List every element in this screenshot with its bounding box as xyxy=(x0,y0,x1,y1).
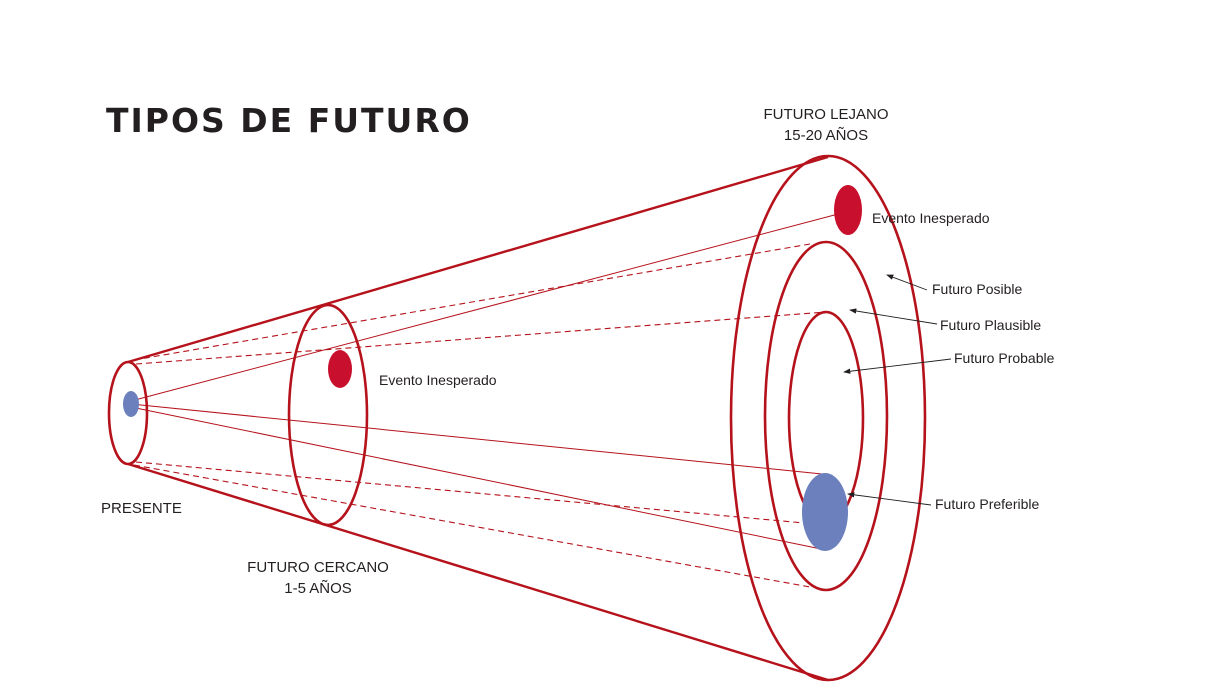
label-presente: PRESENTE xyxy=(101,500,182,517)
arrow-futuro-plausible xyxy=(849,308,938,325)
arrow-futuro-probable xyxy=(843,358,952,374)
cone-top-edge xyxy=(127,155,829,364)
callout-arrows xyxy=(843,274,952,506)
futuro-cercano-ring xyxy=(287,303,369,527)
futuro-posible-ring xyxy=(729,154,927,682)
arrow-futuro-preferible xyxy=(847,492,932,506)
label-futuro-preferible: Futuro Preferible xyxy=(935,496,1039,512)
label-futuro-lejano-line2: 15-20 AÑOS xyxy=(784,127,868,144)
evento-inesperado-cercano-dot xyxy=(328,350,352,388)
futuro-preferible-blob xyxy=(802,473,848,551)
label-evento-inesperado-cercano: Evento Inesperado xyxy=(379,372,497,388)
label-futuro-plausible: Futuro Plausible xyxy=(940,317,1041,333)
label-futuro-posible: Futuro Posible xyxy=(932,281,1022,297)
trajectory-lines xyxy=(130,212,843,551)
presente-ring xyxy=(107,360,149,466)
label-evento-inesperado-lejano: Evento Inesperado xyxy=(872,210,990,226)
diagram-title: TIPOS DE FUTURO xyxy=(106,101,472,140)
futuro-plausible-ring xyxy=(763,240,889,592)
cone-bottom-edge xyxy=(127,462,829,682)
arrow-futuro-posible xyxy=(886,274,928,291)
dashed-guides xyxy=(133,243,827,588)
label-futuro-cercano-line2: 1-5 AÑOS xyxy=(284,580,352,597)
evento-inesperado-lejano-dot xyxy=(834,185,862,235)
label-futuro-lejano-line1: FUTURO LEJANO xyxy=(763,106,888,123)
label-futuro-cercano-line1: FUTURO CERCANO xyxy=(247,559,389,576)
label-futuro-probable: Futuro Probable xyxy=(954,350,1055,366)
presente-dot xyxy=(123,391,139,417)
